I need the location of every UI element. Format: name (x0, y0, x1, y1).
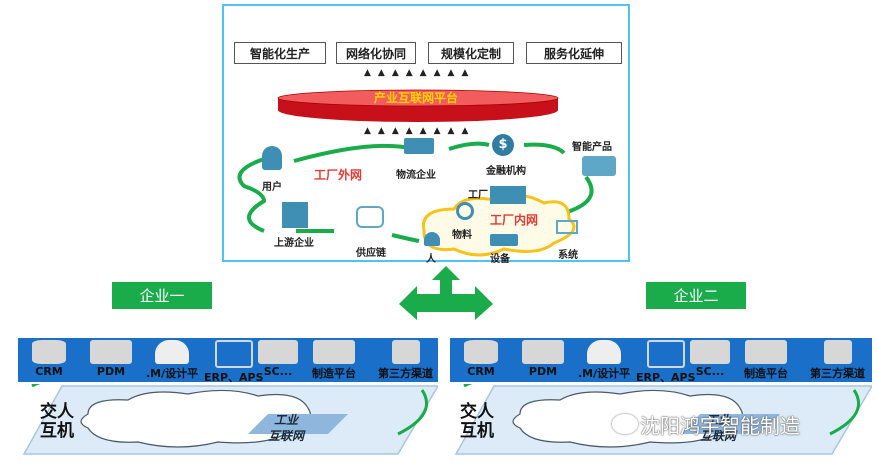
system-third-party: 第三方渠道 (810, 340, 865, 381)
dollar-icon: $ (492, 134, 514, 156)
cloud-icon (155, 340, 190, 364)
label-person: 人 (426, 254, 436, 265)
store-icon (823, 340, 852, 364)
enterprise-one-hmi-label: 交人互机 (40, 402, 74, 441)
system-manufacturing: 制造平台 (312, 340, 356, 381)
enterprise-one-systems-bar: CRM PDM .M/设计平 ERP、APS SC... 制造平台 第三方渠道 (18, 338, 438, 385)
label-smart-product: 智能产品 (572, 142, 612, 153)
person-icon (424, 232, 440, 246)
factory-icon (313, 340, 355, 364)
system-erp-aps: ERP、APS (204, 340, 264, 385)
label-factory: 工厂 (468, 190, 488, 201)
label-user: 用户 (262, 182, 282, 193)
system-manufacturing: 制造平台 (744, 340, 788, 381)
system-scm: SC... (258, 340, 298, 378)
mode-network-collaboration: 网络化协同 (336, 42, 416, 64)
store-icon (391, 340, 420, 364)
factory-icon (490, 186, 526, 204)
label-supply-chain: 供应链 (356, 248, 386, 259)
enterprise-two-hmi-label: 交人互机 (460, 402, 494, 441)
label-equipment: 设备 (490, 254, 510, 265)
enterprise-one-network-label: 工业互联网 (268, 413, 305, 443)
system-plm: .M/设计平 (146, 340, 198, 381)
system-third-party: 第三方渠道 (378, 340, 433, 381)
cloud-icon (587, 340, 622, 364)
equipment-icon (490, 234, 518, 246)
excavator-icon (582, 156, 616, 176)
system-plm: .M/设计平 (578, 340, 630, 381)
mode-scale-customization: 规模化定制 (428, 42, 514, 64)
platform-name: 产业互联网平台 (374, 91, 459, 105)
system-scm: SC... (690, 340, 730, 378)
wechat-icon (612, 414, 638, 434)
enterprise-one-network-plane (22, 384, 438, 455)
system-erp-aps: ERP、APS (636, 340, 696, 385)
three-way-arrow-icon (399, 266, 493, 320)
building-icon (282, 202, 308, 228)
label-logistics: 物流企业 (396, 170, 436, 181)
house-p-icon (214, 340, 253, 368)
enterprise-one-label: 企业一 (112, 282, 212, 309)
material-icon (456, 202, 474, 220)
label-material: 物料 (452, 230, 472, 241)
label-system: 系统 (558, 250, 578, 261)
platform-diagram: 智能化生产 网络化协同 规模化定制 服务化延伸 ▲▲▲▲▲▲▲▲ 产业互联网平台… (222, 4, 630, 265)
user-icon (262, 146, 282, 170)
label-upstream: 上游企业 (274, 238, 314, 249)
enterprise-two-network-label: 工业互联网 (700, 413, 737, 443)
house-p-icon (646, 340, 685, 368)
system-pdm: PDM (90, 340, 132, 378)
database-icon (464, 340, 498, 364)
truck-icon (404, 138, 434, 154)
mode-smart-production: 智能化生产 (234, 42, 326, 64)
upward-arrows-top: ▲▲▲▲▲▲▲▲ (364, 68, 476, 78)
label-finance: 金融机构 (486, 166, 526, 177)
mode-service-extension: 服务化延伸 (526, 42, 622, 64)
outer-network-label: 工厂外网 (314, 168, 363, 182)
supply-chain-icon (356, 206, 384, 228)
truck-icon (258, 340, 298, 364)
system-crm: CRM (32, 340, 66, 378)
platform-disc (277, 89, 559, 122)
monitor-icon (556, 220, 578, 234)
database-icon (32, 340, 66, 364)
inner-network-label: 工厂内网 (490, 213, 539, 227)
system-crm: CRM (464, 340, 498, 378)
system-pdm: PDM (522, 340, 564, 378)
storage-icon (522, 340, 564, 364)
truck-icon (690, 340, 730, 364)
upward-arrows-bottom: ▲▲▲▲▲▲▲▲ (364, 126, 476, 136)
enterprise-two-systems-bar: CRM PDM .M/设计平 ERP、APS SC... 制造平台 第三方渠道 (450, 338, 872, 385)
enterprise-two-label: 企业二 (646, 282, 746, 309)
factory-icon (745, 340, 787, 364)
watermark: 沈阳鸿宇智能制造 (640, 414, 800, 438)
storage-icon (90, 340, 132, 364)
